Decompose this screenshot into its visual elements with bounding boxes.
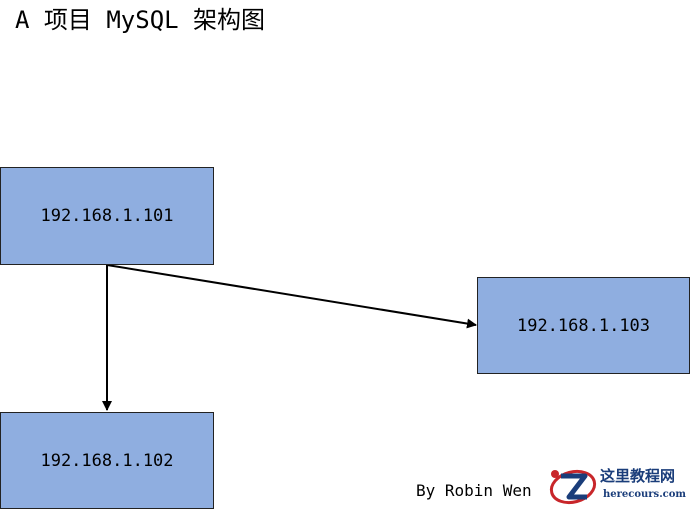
node-192-168-1-103: 192.168.1.103	[477, 277, 690, 374]
watermark: 这里教程网 herecours.com	[543, 463, 690, 509]
node-192-168-1-101: 192.168.1.101	[0, 167, 214, 265]
node-label: 192.168.1.102	[40, 450, 174, 471]
watermark-logo-icon	[549, 469, 597, 505]
edge-101-to-103	[106, 264, 477, 329]
node-label: 192.168.1.103	[516, 315, 651, 336]
node-label: 192.168.1.101	[40, 206, 174, 226]
author-credit: By Robin Wen	[416, 481, 532, 500]
diagram-title: A 项目 MySQL 架构图	[15, 6, 266, 34]
watermark-title: 这里教程网	[600, 467, 676, 485]
node-192-168-1-102: 192.168.1.102	[0, 412, 214, 509]
watermark-url: herecours.com	[603, 489, 687, 500]
